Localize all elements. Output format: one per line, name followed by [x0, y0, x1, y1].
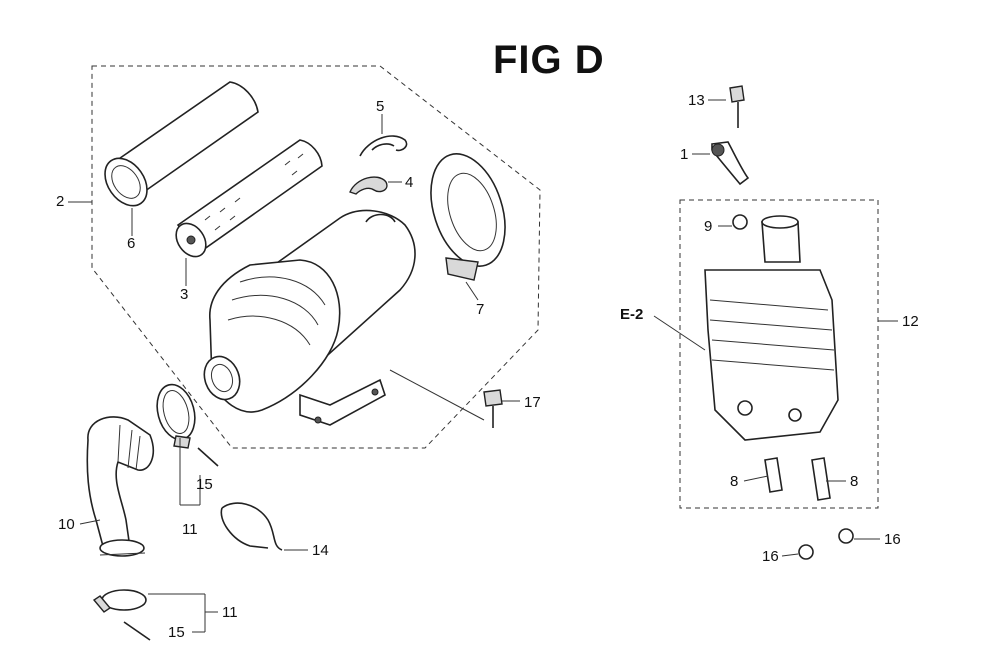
tube-8-right [811, 457, 831, 501]
air-cleaner-housing [203, 209, 416, 426]
screw-15-upper [197, 447, 219, 467]
label-8-left: 8 [730, 473, 739, 490]
label-16-right: 16 [884, 531, 901, 548]
assembly-boundary-left [91, 65, 541, 449]
bolt-13 [729, 85, 745, 128]
label-13: 13 [688, 92, 705, 109]
label-8-right: 8 [850, 473, 859, 490]
label-11-lower: 11 [222, 604, 238, 621]
label-14: 14 [312, 542, 329, 559]
intake-hose [86, 416, 154, 557]
label-16-left: 16 [762, 548, 779, 565]
label-5: 5 [376, 98, 385, 115]
clip-5 [359, 135, 408, 157]
bolt-17 [483, 389, 503, 428]
hose-clamp-lower [92, 589, 147, 613]
tube-8-left [764, 457, 783, 493]
screw-15-lower [123, 621, 151, 641]
label-4: 4 [405, 174, 414, 191]
clamp-4 [349, 176, 388, 195]
outer-filter-element [104, 81, 259, 207]
label-3: 3 [180, 286, 189, 303]
assembly-boundary-right [679, 199, 879, 509]
label-17: 17 [524, 394, 541, 411]
grommet-9 [732, 214, 748, 230]
leader-lines [68, 99, 898, 633]
cleaner-cover [430, 153, 506, 281]
label-15-lower: 15 [168, 624, 185, 641]
label-12: 12 [902, 313, 919, 330]
label-ref-e2: E-2 [620, 306, 644, 323]
air-box-12 [704, 215, 839, 441]
label-6: 6 [127, 235, 136, 252]
label-15-upper: 15 [196, 476, 213, 493]
bracket-1 [711, 141, 750, 186]
grommet-16-left [798, 544, 814, 560]
label-7: 7 [476, 301, 485, 318]
figure-title: FIG D [493, 38, 605, 82]
clip-14 [220, 502, 283, 551]
grommet-16-right [838, 528, 854, 544]
label-2: 2 [56, 193, 65, 210]
inner-filter-element [175, 139, 323, 258]
hose-clamp-upper [156, 383, 196, 449]
label-10: 10 [58, 516, 75, 533]
label-1: 1 [680, 146, 689, 163]
label-9: 9 [704, 218, 713, 235]
label-11-upper: 11 [182, 521, 198, 538]
